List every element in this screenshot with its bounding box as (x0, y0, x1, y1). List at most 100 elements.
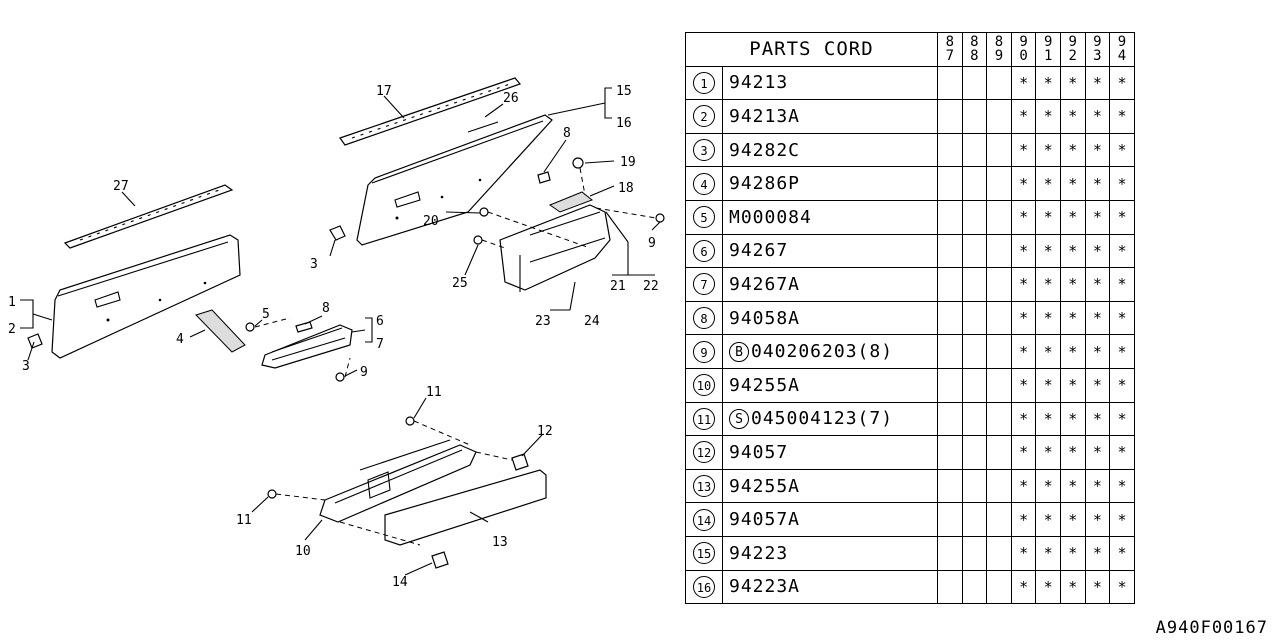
year-applicability-cell (937, 535, 963, 571)
row-index-cell: 15 (685, 535, 723, 571)
year-applicability-cell: * (1109, 300, 1135, 336)
row-index-number: 13 (693, 475, 715, 498)
front-door-trim-panel (51, 234, 241, 359)
front-bracket (195, 309, 246, 353)
year-applicability-cell (961, 99, 988, 134)
year-applicability-cell (986, 502, 1012, 537)
screw-9-front (335, 372, 345, 382)
part-number-cell: M000084 (722, 199, 938, 235)
year-applicability-cell: * (1109, 502, 1135, 537)
callout-11: 11 (426, 385, 442, 400)
year-applicability-cell (961, 233, 988, 269)
year-applicability-cell: * (1035, 468, 1061, 504)
exploded-parts-diagram: 1 2 3 3 4 5 8 8 6 7 9 9 27 17 26 15 16 1… (8, 77, 665, 590)
part-number-cell: 94058A (722, 300, 938, 336)
year-applicability-cell (961, 535, 988, 571)
year-applicability-cell: * (1059, 334, 1086, 369)
clip-3-upper (329, 225, 346, 241)
year-applicability-cell: * (1035, 233, 1061, 269)
callout-18: 18 (618, 181, 634, 196)
row-index-cell: 13 (685, 468, 723, 504)
parts-cord-header: PARTS CORD (685, 32, 938, 67)
year-applicability-cell (986, 99, 1012, 134)
year-digit: 8 (994, 34, 1004, 51)
year-applicability-cell: * (1059, 468, 1086, 504)
year-applicability-cell (961, 65, 988, 101)
part-number: 94286P (729, 173, 801, 195)
year-applicability-cell (986, 166, 1012, 201)
row-index-cell: 3 (685, 132, 723, 168)
year-applicability-cell: * (1084, 300, 1111, 336)
year-applicability-cell: * (1109, 334, 1135, 369)
year-applicability-cell: * (1084, 65, 1111, 101)
row-index-number: 14 (693, 508, 715, 531)
part-number-cell: 94282C (722, 132, 938, 168)
year-digit: 9 (1043, 34, 1053, 51)
part-number-cell: 94255A (722, 367, 938, 403)
year-applicability-cell: * (1035, 569, 1061, 605)
year-applicability-cell: * (1035, 401, 1061, 437)
row-index-number: 6 (693, 239, 715, 262)
rear-armrest-pocket (499, 204, 611, 292)
year-applicability-cell (986, 267, 1012, 302)
part-number: 94282C (729, 139, 801, 161)
bracket-18 (548, 191, 593, 213)
part-number-cell: 94267A (722, 267, 938, 302)
year-applicability-cell: * (1109, 401, 1135, 437)
year-applicability-cell (986, 132, 1012, 168)
year-applicability-cell: * (1109, 132, 1135, 168)
year-applicability-cell: * (1109, 435, 1135, 470)
year-applicability-cell: * (1059, 65, 1086, 101)
row-index-cell: 16 (685, 569, 723, 605)
year-applicability-cell: * (1035, 199, 1061, 235)
year-digit: 2 (1068, 48, 1077, 65)
year-applicability-cell (937, 132, 963, 168)
callout-21: 21 (610, 279, 626, 294)
callout-13: 13 (492, 535, 508, 550)
year-applicability-cell (961, 502, 988, 537)
year-applicability-cell: * (1035, 166, 1061, 201)
year-applicability-cell: * (1109, 65, 1135, 101)
callout-3: 3 (22, 359, 30, 374)
callout-19: 19 (620, 155, 636, 170)
callout-27: 27 (113, 179, 129, 194)
screw-25 (473, 235, 483, 245)
year-applicability-cell: * (1010, 569, 1037, 605)
callout-17: 17 (376, 84, 392, 99)
rear-door-trim-panel (356, 114, 553, 246)
year-applicability-cell: * (1010, 401, 1037, 437)
year-applicability-cell: * (1010, 132, 1037, 168)
year-applicability-cell: * (1035, 267, 1061, 302)
year-applicability-cell (937, 502, 963, 537)
year-applicability-cell (961, 267, 988, 302)
callout-8: 8 (322, 301, 330, 316)
year-applicability-cell: * (1084, 401, 1111, 437)
row-index-number: 2 (693, 105, 715, 128)
year-digit: 0 (1019, 48, 1028, 65)
year-applicability-cell (937, 401, 963, 437)
clip-12 (511, 453, 529, 471)
part-number-cell: 94057A (722, 502, 938, 537)
year-applicability-cell: * (1010, 199, 1037, 235)
year-digit: 8 (970, 48, 979, 65)
year-applicability-cell: * (1010, 367, 1037, 403)
year-applicability-cell: * (1084, 267, 1111, 302)
clip-26 (467, 121, 499, 133)
year-applicability-cell (986, 468, 1012, 504)
year-applicability-cell: * (1109, 535, 1135, 571)
year-applicability-cell: * (1109, 99, 1135, 134)
year-applicability-cell: * (1109, 367, 1135, 403)
year-applicability-cell (986, 367, 1012, 403)
year-applicability-cell: * (1084, 468, 1111, 504)
year-applicability-cell: * (1059, 233, 1086, 269)
year-applicability-cell (937, 233, 963, 269)
row-index-number: 15 (693, 542, 715, 565)
